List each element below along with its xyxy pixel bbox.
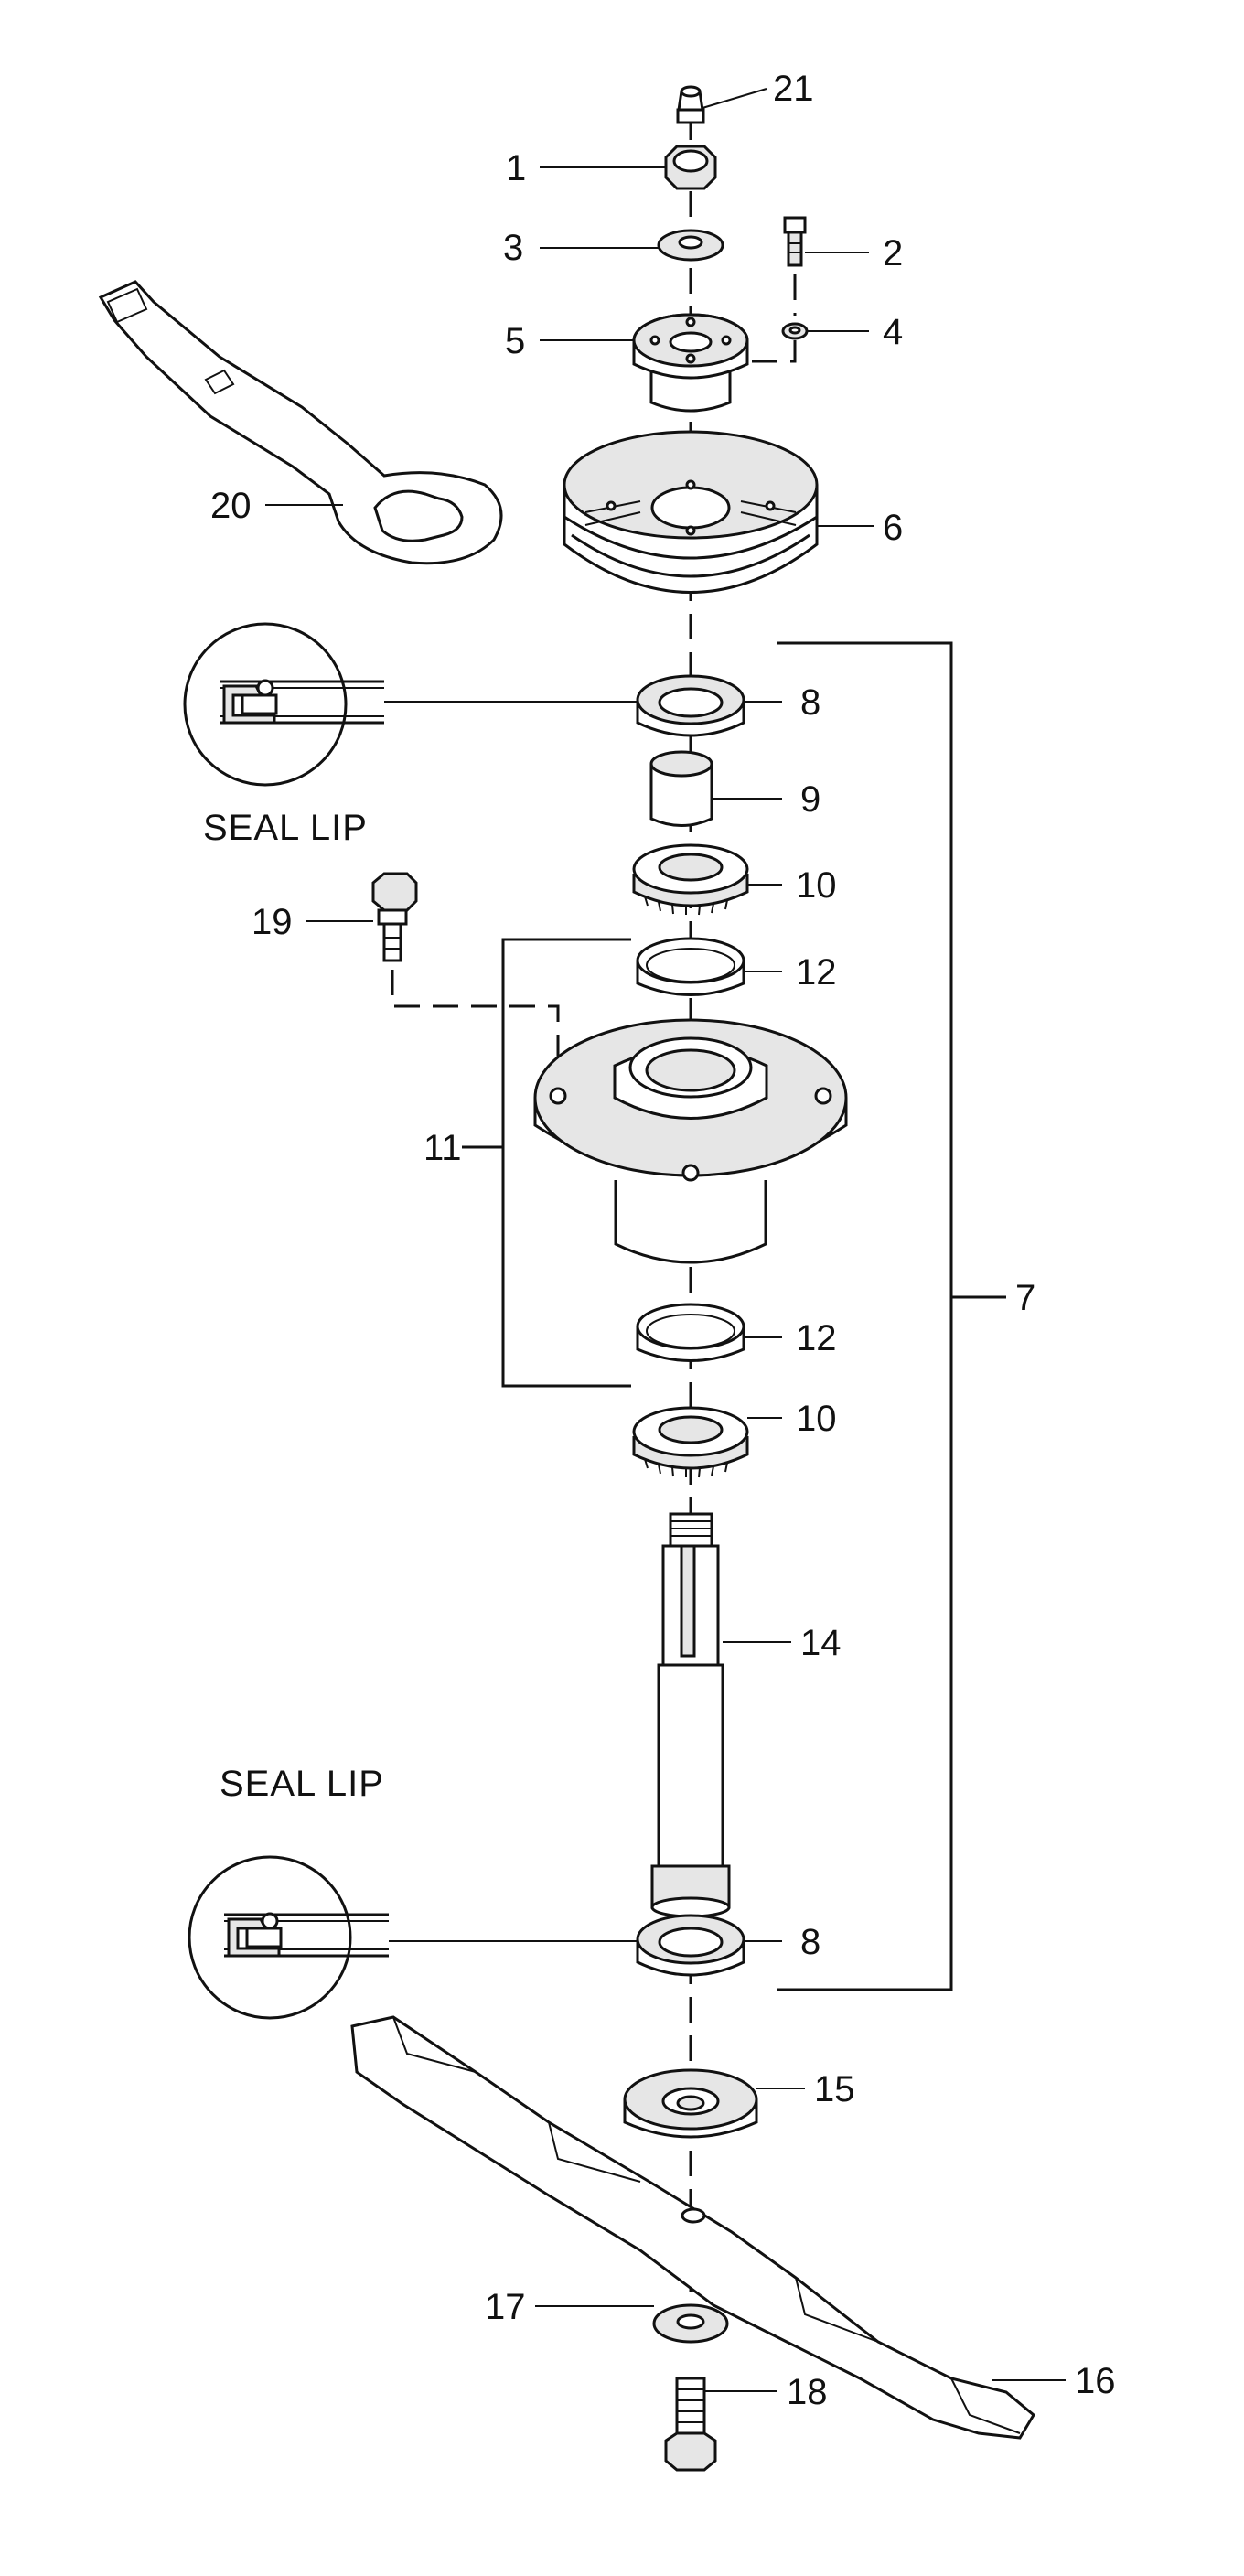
part-1-hex-nut (664, 145, 717, 190)
part-5-hub (632, 313, 749, 413)
callout-8-top: 8 (800, 682, 820, 723)
callout-11: 11 (424, 1128, 462, 1168)
callout-7: 7 (1015, 1278, 1035, 1318)
callout-20: 20 (210, 486, 252, 526)
callout-6: 6 (883, 508, 903, 548)
callout-10-top: 10 (796, 865, 837, 906)
part-19-axis (391, 970, 560, 1084)
callout-2: 2 (883, 233, 903, 274)
callout-17: 17 (485, 2287, 526, 2327)
part-12-cup-top (636, 937, 745, 996)
part-10-bearing-top (632, 843, 749, 916)
callout-3: 3 (503, 228, 523, 268)
callout-14: 14 (800, 1623, 842, 1663)
part-7-bracket (778, 641, 953, 1991)
part-15-adapter (623, 2068, 758, 2139)
part-8-seal-top (636, 674, 745, 737)
part-20-wrench (98, 280, 503, 565)
part-10-bearing-bottom (632, 1406, 749, 1478)
part-2-bolt (783, 216, 807, 267)
part-19-bolt (371, 872, 418, 962)
callout-8-bottom: 8 (800, 1922, 820, 1962)
callout-4: 4 (883, 312, 903, 352)
part-14-shaft (650, 1512, 731, 1918)
callout-16: 16 (1075, 2361, 1116, 2401)
part-2-axis (713, 274, 797, 363)
seal-lip-caption-bottom: SEAL LIP (220, 1764, 384, 1804)
callout-15: 15 (814, 2069, 855, 2109)
part-11-housing (533, 1018, 848, 1264)
part-18-bolt (664, 2377, 717, 2472)
leader-21 (702, 88, 767, 109)
callout-12-bottom: 12 (796, 1318, 837, 1358)
seal-lip-detail-bottom (188, 1855, 389, 2020)
callout-10-bottom: 10 (796, 1399, 837, 1439)
callout-18: 18 (787, 2372, 828, 2412)
callout-5: 5 (505, 321, 525, 361)
callout-9: 9 (800, 779, 820, 820)
part-12-cup-bottom (636, 1303, 745, 1362)
seal-lip-caption-top: SEAL LIP (203, 808, 368, 848)
part-9-spacer (649, 750, 713, 827)
seal-lip-detail-top (183, 622, 384, 787)
callout-12-top: 12 (796, 952, 837, 993)
part-8-seal-bottom (636, 1914, 745, 1977)
callout-1: 1 (506, 148, 526, 188)
part-21-grease-fitting (676, 85, 705, 124)
part-6-pulley (563, 430, 819, 594)
part-16-blade (350, 2015, 1035, 2440)
part-11-bracket (501, 938, 631, 1388)
part-4-lock-washer (781, 322, 809, 340)
part-3-washer (657, 229, 724, 262)
part-17-washer (652, 2303, 729, 2344)
callout-21: 21 (773, 69, 814, 109)
callout-19: 19 (252, 902, 293, 942)
